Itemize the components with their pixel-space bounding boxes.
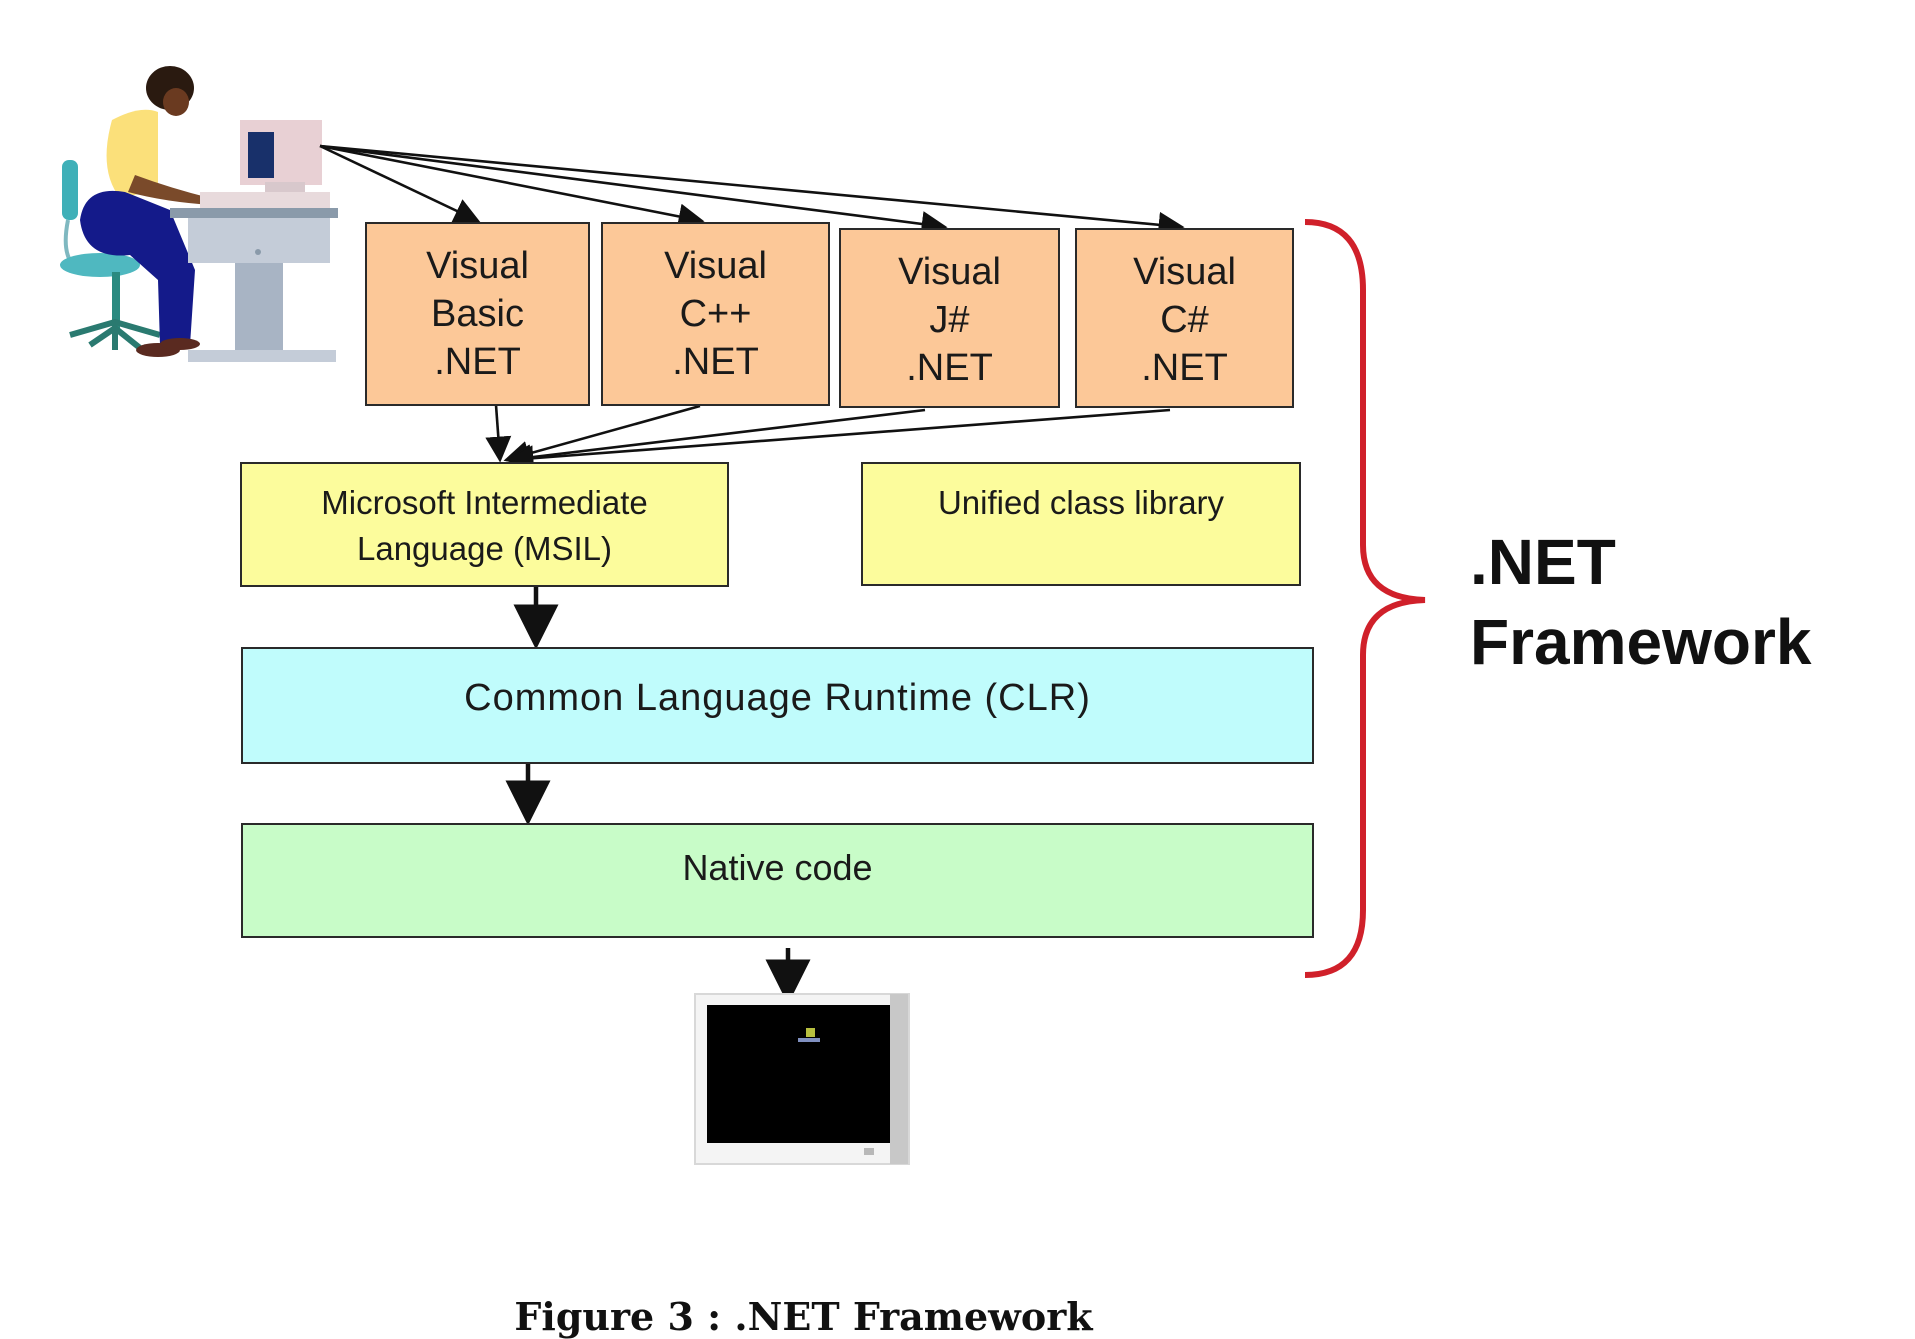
visual-basic-line2: Basic [431,293,524,335]
visual-basic-net-box: Visual Basic .NET [365,222,590,406]
clr-box: Common Language Runtime (CLR) [241,647,1314,764]
visual-jsharp-line2: J# [929,299,970,341]
framework-brace [1304,219,1426,978]
visual-jsharp-net-box: Visual J# .NET [839,228,1060,408]
visual-cpp-net-box: Visual C++ .NET [601,222,830,406]
figure-caption: Figure 3 : .NET Framework [514,1294,1093,1339]
desk-icon [170,208,338,362]
visual-basic-line1: Visual [426,245,529,287]
chair-icon [60,160,161,351]
native-code-label: Native code [682,847,873,888]
arrow-csharp-to-msil [507,408,1171,472]
developer-at-computer-icon [60,66,338,362]
visual-csharp-line2: C# [1160,299,1209,341]
visual-cpp-line2: C++ [679,293,752,335]
visual-jsharp-line1: Visual [898,251,1001,293]
visual-csharp-line1: Visual [1133,251,1236,293]
arrow-developer-to-csharp [319,144,1185,238]
arrow-developer-to-cpp [319,144,705,230]
visual-cpp-line1: Visual [664,245,767,287]
visual-basic-line3: .NET [434,341,521,383]
visual-jsharp-line3: .NET [906,347,993,389]
arrow-jsharp-to-msil [505,408,926,471]
person-icon [80,66,212,357]
class-library-label: Unified class library [937,484,1225,521]
msil-line1: Microsoft Intermediate [321,484,648,521]
monitor-icon [694,993,910,1165]
visual-cpp-line3: .NET [672,341,759,383]
framework-label-line1: .NET [1470,526,1616,598]
unified-class-library-box: Unified class library [861,462,1301,586]
arrow-vb-to-msil [485,404,512,463]
arrow-developer-to-jsharp [319,144,948,237]
msil-box: Microsoft Intermediate Language (MSIL) [240,462,729,587]
framework-label-line2: Framework [1470,606,1812,678]
clr-label: Common Language Runtime (CLR) [464,677,1091,719]
visual-csharp-net-box: Visual C# .NET [1075,228,1294,408]
visual-csharp-line3: .NET [1141,347,1228,389]
arrow-cpp-to-msil [503,404,701,467]
native-code-box: Native code [241,823,1314,938]
framework-label: .NET Framework [1470,522,1811,682]
desktop-computer-icon [200,120,330,208]
msil-line2: Language (MSIL) [357,530,612,567]
